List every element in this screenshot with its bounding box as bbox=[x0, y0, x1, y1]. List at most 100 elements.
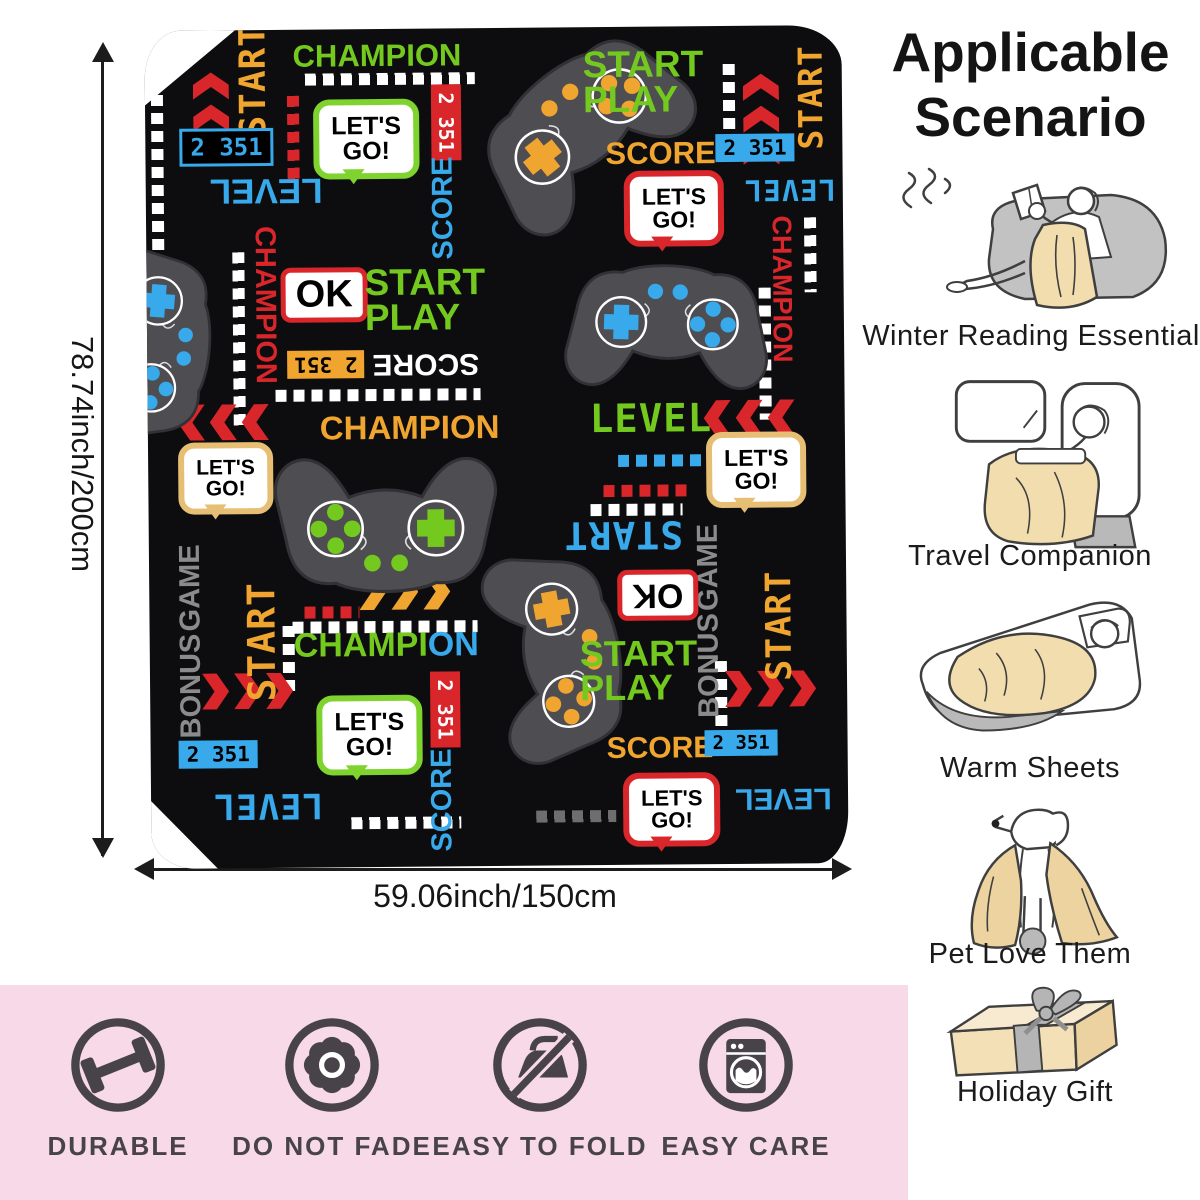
ok-button-badge: OK bbox=[280, 267, 368, 323]
pattern-text-score: SCORE bbox=[425, 748, 459, 852]
pattern-text-level: LEVEL bbox=[734, 781, 832, 816]
dumbbell-icon bbox=[71, 1018, 165, 1112]
scenario-item bbox=[875, 165, 1195, 330]
feature-item: DO NOT FADE bbox=[222, 1013, 442, 1162]
feature-item: EASY TO FOLD bbox=[430, 1013, 650, 1162]
pattern-text-champion: CHAMPION bbox=[293, 625, 479, 665]
scenario-caption: Travel Companion bbox=[908, 540, 1152, 572]
dashed-line bbox=[286, 95, 300, 181]
no-iron-icon bbox=[493, 1018, 587, 1112]
section-title: Applicable Scenario bbox=[891, 21, 1170, 148]
gaming-blanket-photo: START CHAMPION 2 351 LET'S GO! 2 351 SCO… bbox=[144, 24, 849, 870]
width-arrow-line bbox=[140, 868, 846, 871]
arrow-up-icon bbox=[92, 42, 114, 62]
arrow-right-icon bbox=[832, 858, 852, 880]
pattern-text-start: START bbox=[563, 512, 684, 558]
flower-icon bbox=[285, 1018, 379, 1112]
dashed-line bbox=[232, 252, 246, 428]
game-word: GAME bbox=[173, 544, 207, 632]
feature-item: EASY CARE bbox=[636, 1013, 856, 1162]
speech-bubble: LET'S GO! bbox=[312, 98, 420, 180]
scenario-caption: Warm Sheets bbox=[939, 752, 1121, 784]
width-dimension-label: 59.06inch/150cm bbox=[373, 878, 617, 914]
dog-with-blanket-illustration bbox=[970, 808, 1119, 955]
scenario-item bbox=[900, 372, 1180, 555]
sleeping-in-bed-illustration bbox=[919, 601, 1142, 732]
feature-label: EASY CARE bbox=[661, 1131, 831, 1161]
score-value-badge: 2 351 bbox=[178, 740, 259, 769]
bubble-text: LET'S GO! bbox=[640, 785, 703, 833]
score-value-badge: 2 351 bbox=[430, 84, 462, 161]
feature-label: DO NOT FADE bbox=[232, 1131, 432, 1161]
scenario-caption: Pet Love Them bbox=[928, 938, 1132, 970]
bonus-word: BONUS bbox=[174, 633, 208, 739]
pattern-text-start-play: START PLAY bbox=[582, 43, 704, 121]
arrow-left-icon bbox=[134, 858, 154, 880]
dashed-line bbox=[536, 809, 617, 823]
speech-bubble: LET'S GO! bbox=[622, 772, 721, 847]
feature-label: DURABLE bbox=[47, 1131, 189, 1161]
wrapped-gift-illustration bbox=[946, 986, 1118, 1077]
scenario-caption: Holiday Gift bbox=[957, 1076, 1113, 1108]
pattern-text-level: LEVEL bbox=[743, 172, 837, 208]
pattern-text-level: LEVEL bbox=[212, 784, 324, 826]
scenario-caption: Winter Reading Essential bbox=[862, 320, 1200, 352]
height-arrow-line bbox=[101, 48, 104, 856]
scenario-item bbox=[925, 798, 1160, 965]
score-value-badge: 2 351 bbox=[715, 133, 795, 163]
scenario-item bbox=[928, 982, 1168, 1087]
pattern-text-start-play: START PLAY bbox=[364, 261, 486, 339]
pattern-text-start: START bbox=[239, 581, 285, 702]
score-value-badge: 2 351 bbox=[179, 127, 274, 167]
blanket-corner-fold bbox=[149, 798, 220, 869]
champion-part2: ON bbox=[427, 625, 479, 664]
pattern-text-score: SCORE bbox=[605, 135, 716, 172]
pattern-text-score: SCORE bbox=[372, 347, 480, 382]
feature-label: EASY TO FOLD bbox=[432, 1131, 648, 1161]
game-word: GAME bbox=[691, 524, 725, 612]
pattern-text-start: START bbox=[232, 24, 275, 138]
bonus-word: BONUS bbox=[692, 613, 726, 719]
bubble-text: LET'S GO! bbox=[334, 707, 405, 762]
pattern-text-champion: CHAMPION bbox=[248, 225, 282, 385]
scenario-item bbox=[885, 595, 1185, 750]
score-row: SCORE 2 351 bbox=[287, 346, 479, 382]
speech-bubble: LET'S GO! bbox=[177, 441, 274, 515]
pattern-text-level: LEVEL bbox=[209, 170, 323, 211]
reading-on-beanbag-illustration bbox=[902, 167, 1168, 309]
game-controller-icon bbox=[270, 446, 501, 605]
pattern-text-start-play: START PLAY bbox=[579, 632, 698, 709]
dashed-line bbox=[603, 484, 689, 498]
pattern-text-score: SCORE bbox=[426, 156, 460, 260]
dashed-line bbox=[304, 606, 360, 619]
pattern-text-score: SCORE bbox=[606, 731, 714, 766]
ok-button-badge: OK bbox=[617, 569, 699, 621]
dashed-line bbox=[275, 388, 481, 402]
traveler-in-seat-illustration bbox=[954, 380, 1141, 549]
pattern-text-start: START bbox=[759, 570, 801, 682]
pattern-text-level: LEVEL bbox=[589, 396, 713, 443]
score-value-badge: 2 351 bbox=[429, 671, 461, 748]
feature-strip: DURABLE DO NOT FADE EASY bbox=[0, 985, 908, 1200]
bubble-text: LET'S GO! bbox=[331, 111, 402, 166]
bubble-text: LET'S GO! bbox=[723, 444, 789, 494]
score-value-badge: 2 351 bbox=[704, 729, 778, 757]
pattern-text-champion: CHAMPION bbox=[292, 37, 462, 74]
height-dimension-label: 78.74inch/200cm bbox=[65, 335, 100, 573]
speech-bubble: LET'S GO! bbox=[316, 694, 423, 776]
pattern-text-start: START bbox=[790, 45, 831, 150]
champion-part1: CHAMPI bbox=[293, 625, 428, 665]
dashed-line bbox=[722, 63, 736, 137]
pattern-text-champion: CHAMPION bbox=[766, 215, 798, 363]
bubble-text: LET'S GO! bbox=[196, 456, 255, 501]
pattern-text-champion: CHAMPION bbox=[319, 407, 500, 447]
arrow-down-icon bbox=[92, 838, 114, 858]
dashed-line bbox=[804, 217, 817, 293]
dashed-line bbox=[618, 454, 714, 467]
score-value-badge: 2 351 bbox=[287, 350, 365, 379]
bubble-text: LET'S GO! bbox=[641, 183, 707, 233]
speech-bubble: LET'S GO! bbox=[705, 431, 807, 509]
